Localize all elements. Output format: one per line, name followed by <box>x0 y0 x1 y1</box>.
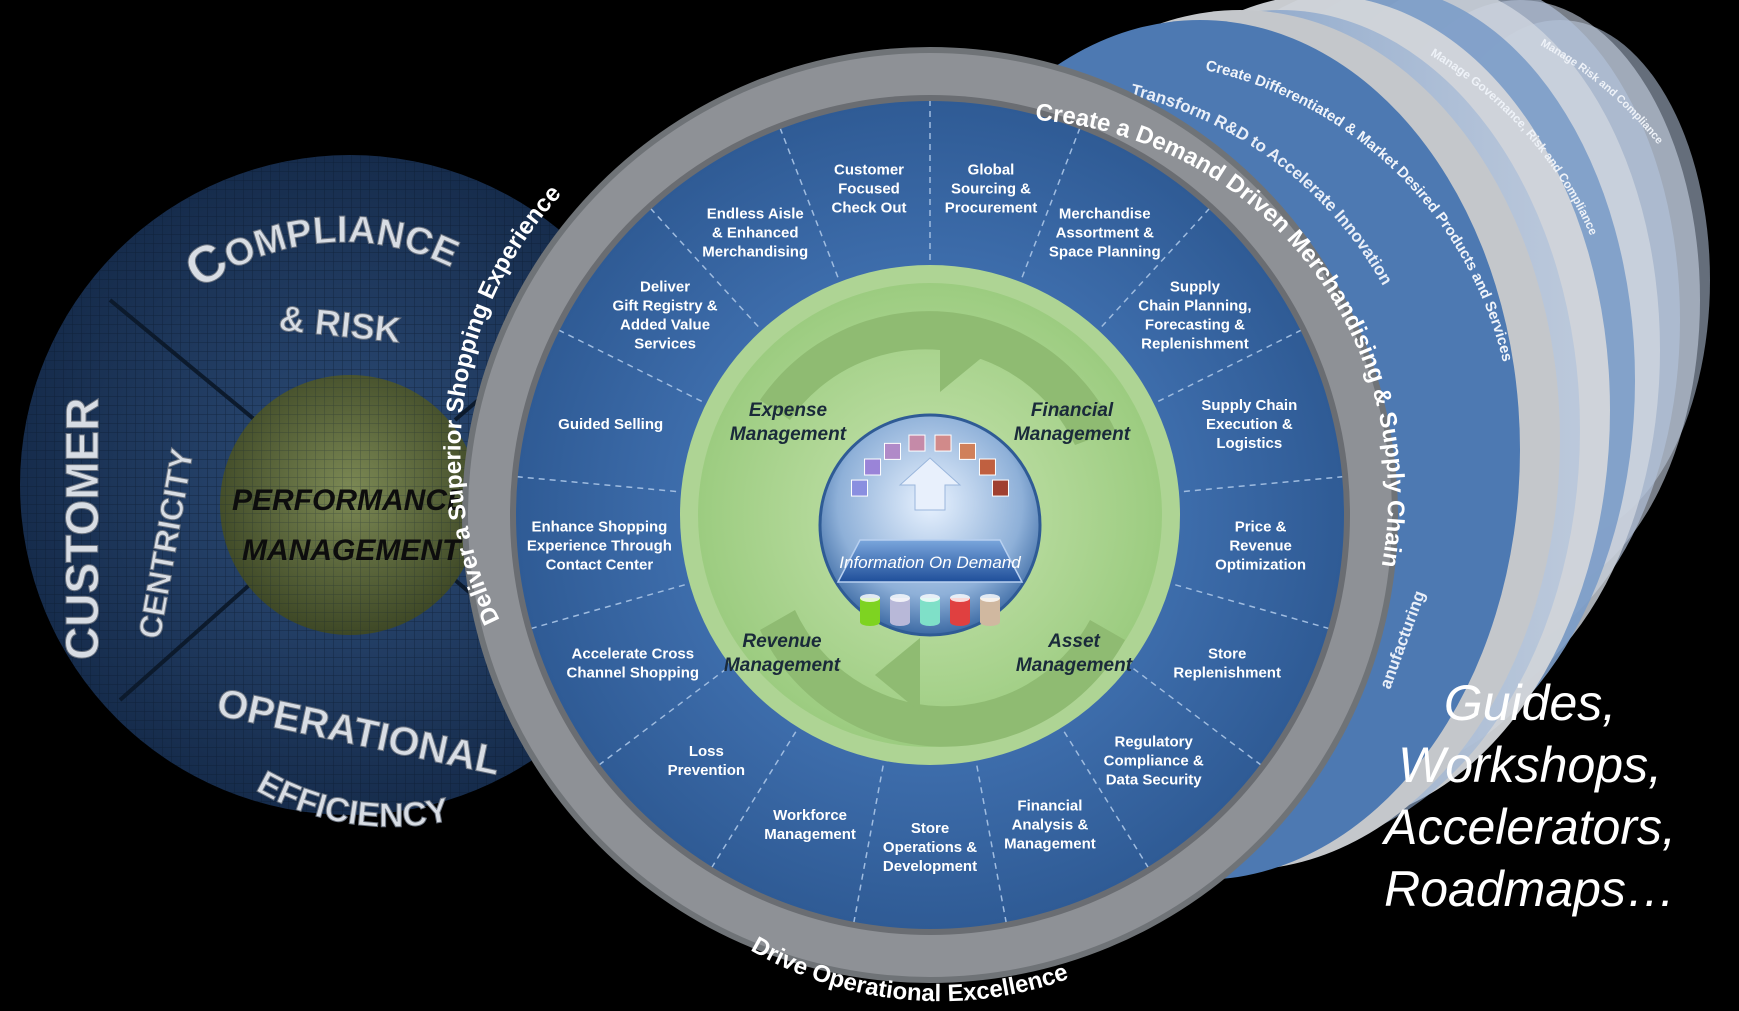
up-arrow-icon <box>898 457 962 511</box>
caption-line: Accelerators, <box>1384 799 1676 855</box>
ring-label-revenue-2: Management <box>724 655 841 676</box>
caption-line: Roadmaps… <box>1384 861 1676 917</box>
segment-divider <box>853 765 884 923</box>
database-icon <box>890 594 910 626</box>
center-label-performance: PERFORMANCE <box>232 484 468 517</box>
left-wheel-customer: CUSTOMER <box>56 398 108 660</box>
segment-divider <box>599 668 727 766</box>
data-block-icon <box>908 434 926 452</box>
information-on-demand-banner <box>836 539 1024 583</box>
caption-text: Guides, Workshops, Accelerators, Roadmap… <box>1340 672 1720 920</box>
data-block-icon <box>978 458 996 476</box>
ring-label-financial-2: Management <box>1014 424 1131 445</box>
segment-divider <box>711 731 797 868</box>
segment-divider <box>1063 731 1149 868</box>
segment-divider <box>650 208 759 328</box>
segment-divider <box>1101 208 1210 328</box>
segment-divider <box>1175 584 1329 630</box>
database-icons <box>860 594 1000 626</box>
ring-label-financial-1: Financial <box>1031 400 1114 421</box>
segment-divider <box>559 329 703 403</box>
cycle-arrows <box>760 311 1125 747</box>
ring-label-expense-1: Expense <box>749 400 828 421</box>
ring-label-asset-1: Asset <box>1047 631 1100 652</box>
segment-divider <box>976 765 1007 923</box>
ring-label-asset-2: Management <box>1016 655 1133 676</box>
hub-label: Information On Demand <box>839 553 1021 572</box>
data-block-icon <box>864 458 882 476</box>
segment-divider <box>1183 476 1343 493</box>
database-icon <box>950 594 970 626</box>
data-block-icon <box>959 442 976 460</box>
segment-divider <box>1021 128 1081 278</box>
database-icon <box>920 594 940 626</box>
data-block-icon <box>851 479 869 497</box>
segment-divider <box>1133 668 1261 766</box>
segment-dividers <box>517 101 1343 923</box>
ring-label-expense-2: Management <box>730 424 847 445</box>
segment-divider <box>517 476 677 493</box>
ring-label-revenue-1: Revenue <box>742 631 822 652</box>
segment-divider <box>531 584 685 630</box>
segment-divider <box>1157 329 1301 403</box>
caption-line: Workshops, <box>1398 737 1662 793</box>
data-blocks <box>851 434 1009 497</box>
data-block-icon <box>934 434 952 452</box>
data-block-icon <box>884 442 901 460</box>
segment-label: Guided Selling <box>558 416 663 433</box>
center-label-management: MANAGEMENT <box>242 534 463 567</box>
data-block-icon <box>991 479 1009 497</box>
segment-divider <box>779 128 839 278</box>
database-icon <box>980 594 1000 626</box>
caption-line: Guides, <box>1443 675 1617 731</box>
database-icon <box>860 594 880 626</box>
